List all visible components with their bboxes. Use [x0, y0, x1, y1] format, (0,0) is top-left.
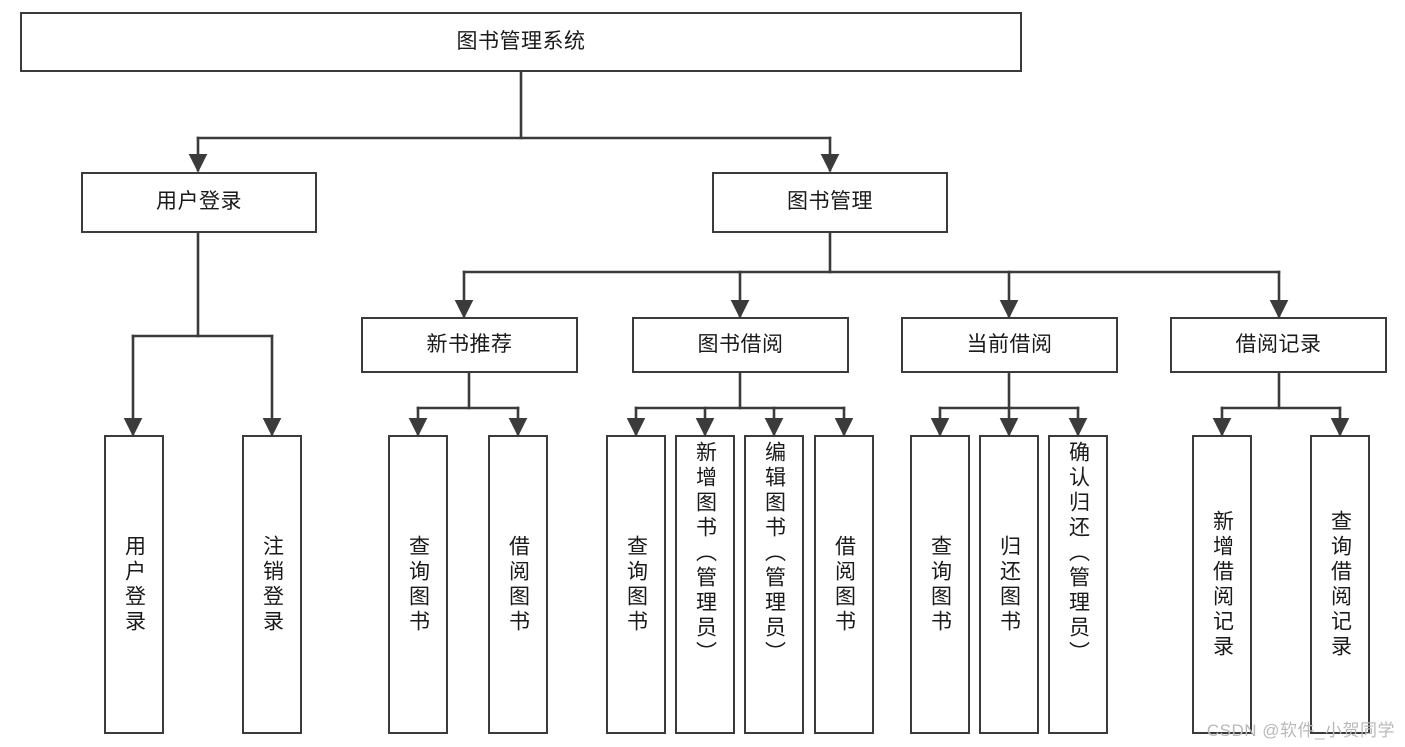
node-current-borrow[interactable]: 当前借阅: [901, 317, 1118, 373]
node-borrow-record[interactable]: 借阅记录: [1170, 317, 1387, 373]
node-leaf-logout-label: 注销登录: [260, 534, 284, 635]
node-leaf-logout[interactable]: 注销登录: [242, 435, 302, 734]
node-current-borrow-label: 当前借阅: [966, 332, 1053, 356]
node-leaf-query-book-3[interactable]: 查询图书: [910, 435, 970, 734]
node-leaf-borrow-book-2-label: 借阅图书: [832, 534, 856, 635]
node-leaf-query-book-2-label: 查询图书: [624, 534, 648, 635]
node-leaf-edit-book[interactable]: 编辑图书（管理员）: [744, 435, 804, 734]
node-new-book-recommend-label: 新书推荐: [426, 332, 513, 356]
node-borrow-record-label: 借阅记录: [1235, 332, 1322, 356]
node-leaf-user-login[interactable]: 用户登录: [104, 435, 164, 734]
node-leaf-query-record-label: 查询借阅记录: [1328, 509, 1352, 660]
node-book-manage[interactable]: 图书管理: [712, 172, 948, 233]
node-leaf-add-record[interactable]: 新增借阅记录: [1192, 435, 1252, 734]
node-leaf-user-login-label: 用户登录: [122, 534, 146, 635]
node-root[interactable]: 图书管理系统: [20, 12, 1022, 72]
node-leaf-add-record-label: 新增借阅记录: [1210, 509, 1234, 660]
node-leaf-query-book-1[interactable]: 查询图书: [388, 435, 448, 734]
node-root-label: 图书管理系统: [456, 29, 586, 53]
node-book-manage-label: 图书管理: [787, 190, 873, 214]
node-leaf-query-book-3-label: 查询图书: [928, 534, 952, 635]
node-leaf-return-book-label: 归还图书: [997, 534, 1021, 635]
node-leaf-add-book-label: 新增图书（管理员）: [693, 441, 717, 666]
node-book-borrow[interactable]: 图书借阅: [632, 317, 849, 373]
node-leaf-query-record[interactable]: 查询借阅记录: [1310, 435, 1370, 734]
node-leaf-query-book-2[interactable]: 查询图书: [606, 435, 666, 734]
node-book-borrow-label: 图书借阅: [697, 332, 784, 356]
node-user-login[interactable]: 用户登录: [81, 172, 317, 233]
node-new-book-recommend[interactable]: 新书推荐: [361, 317, 578, 373]
node-leaf-query-book-1-label: 查询图书: [406, 534, 430, 635]
node-leaf-borrow-book-1[interactable]: 借阅图书: [488, 435, 548, 734]
node-user-login-label: 用户登录: [156, 190, 242, 214]
node-leaf-confirm-return[interactable]: 确认归还（管理员）: [1048, 435, 1108, 734]
node-leaf-edit-book-label: 编辑图书（管理员）: [762, 441, 786, 666]
node-leaf-confirm-return-label: 确认归还（管理员）: [1066, 441, 1090, 666]
node-leaf-borrow-book-1-label: 借阅图书: [506, 534, 530, 635]
node-leaf-return-book[interactable]: 归还图书: [979, 435, 1039, 734]
node-leaf-add-book[interactable]: 新增图书（管理员）: [675, 435, 735, 734]
csdn-watermark: CSDN @软件_小贺同学: [1206, 721, 1395, 740]
node-leaf-borrow-book-2[interactable]: 借阅图书: [814, 435, 874, 734]
